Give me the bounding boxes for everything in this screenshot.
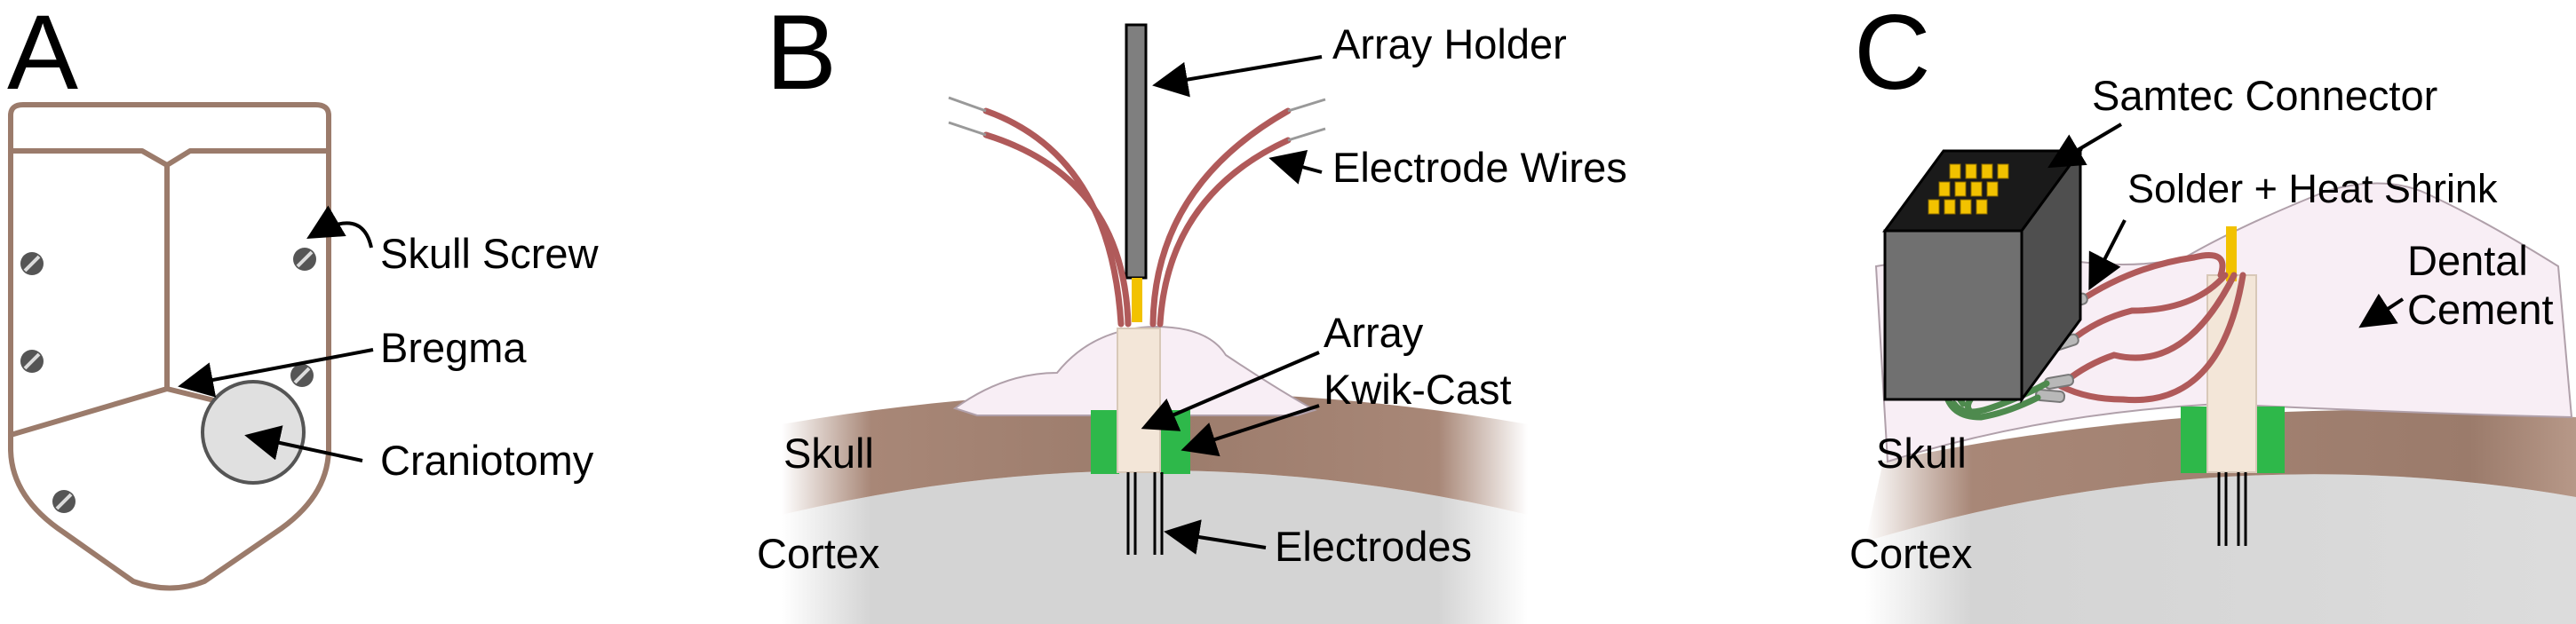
skull-top-view [8, 102, 331, 591]
samtec-connector-label: Samtec Connector [2092, 72, 2437, 119]
craniotomy-arrow [244, 425, 363, 462]
skull-label: Skull [783, 430, 874, 477]
array-label: Array [1324, 309, 1424, 356]
skull-screw-icon [20, 252, 44, 275]
electrodes-label: Electrodes [1275, 523, 1472, 570]
panel-a-letter: A [7, 0, 78, 112]
electrode-wires [982, 107, 1292, 328]
electrode-wires-label: Electrode Wires [1332, 144, 1627, 191]
panel-c-letter: C [1854, 0, 1931, 112]
skull-screw-icon [52, 490, 76, 513]
array-holder [1125, 23, 1148, 280]
kwik-cast-left [2181, 407, 2207, 473]
skull-screw-icon [20, 350, 44, 373]
cortex-label: Cortex [757, 530, 879, 577]
panel-b-letter: B [766, 0, 837, 112]
craniotomy-circle [201, 380, 306, 485]
electrodes [1126, 472, 1164, 555]
skull-screw-arrow [306, 205, 373, 249]
skull-screw-label: Skull Screw [380, 230, 600, 277]
array-body [1117, 328, 1161, 473]
kwik-cast-left [1091, 410, 1119, 474]
panel-b: B Array H [757, 0, 1627, 624]
craniotomy-label: Craniotomy [380, 437, 594, 484]
kwik-cast-right [2256, 407, 2285, 473]
array-pins [2226, 226, 2237, 281]
cortex-region [1865, 474, 2576, 624]
array-arrow [1141, 351, 1320, 431]
connector-pins [1928, 163, 2009, 215]
kwik-cast-arrow [1181, 404, 1320, 457]
dental-label: Dental [2407, 237, 2528, 284]
electrodes [2217, 472, 2247, 546]
solder-heat-shrink-arrow [2088, 219, 2127, 291]
samtec-connector-arrow [2047, 122, 2123, 169]
skull-screws [20, 248, 316, 513]
dental-cement-arrow [2358, 293, 2405, 328]
solder-heat-shrink-label: Solder + Heat Shrink [2127, 166, 2498, 211]
cement-label: Cement [2407, 286, 2554, 333]
bregma-label: Bregma [380, 324, 527, 371]
skull-band [1865, 409, 2576, 541]
skull-label: Skull [1876, 430, 1967, 477]
samtec-connector-icon [1882, 146, 2083, 404]
kwik-cast-label: Kwik-Cast [1324, 366, 1512, 413]
bregma-arrow [178, 348, 374, 398]
cortex-label: Cortex [1849, 530, 1972, 577]
array-holder-arrow [1152, 55, 1323, 98]
electrode-wires-arrow [1268, 150, 1323, 185]
panel-a: A [7, 0, 600, 591]
array-holder-label: Array Holder [1332, 20, 1567, 67]
skull-screw-icon [293, 248, 316, 271]
array-pins [1132, 278, 1142, 322]
wire-ends [948, 96, 1326, 142]
panel-c: C [1849, 0, 2576, 624]
electrodes-arrow [1164, 519, 1267, 555]
skull-screw-icon [290, 364, 314, 387]
